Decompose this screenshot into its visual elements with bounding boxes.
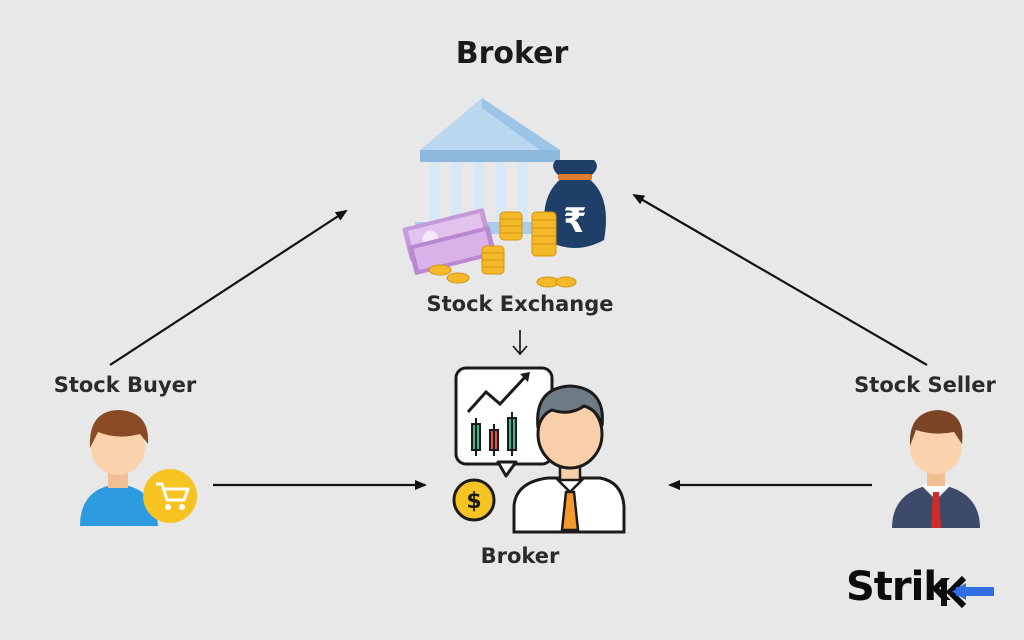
svg-text:₹: ₹ <box>563 201 587 241</box>
brand-text: Strik <box>846 564 950 610</box>
brand-arrow-icon <box>941 575 994 609</box>
diagram-title: Broker <box>455 36 569 71</box>
strike-logo: Strik <box>846 564 950 610</box>
stock-seller-label: Stock Seller <box>854 373 996 397</box>
arrow-buyer-to-exchange <box>109 209 348 366</box>
stock-exchange-label: Stock Exchange <box>426 292 614 316</box>
stock-buyer-label: Stock Buyer <box>53 373 197 397</box>
svg-text:$: $ <box>466 489 481 514</box>
arrow-seller-to-exchange <box>632 193 928 366</box>
arrow-exchange-to-broker-head <box>512 345 528 356</box>
broker-label: Broker <box>480 544 560 568</box>
